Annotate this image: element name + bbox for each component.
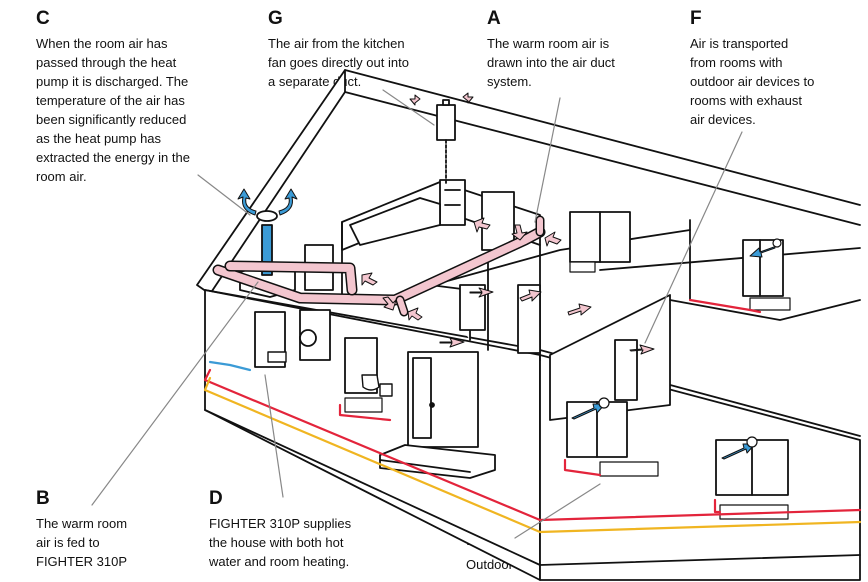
caption-f: F Air is transported from rooms with out… xyxy=(690,8,860,129)
kitchen-cabinets xyxy=(349,179,466,246)
cool-air-arrows xyxy=(237,188,776,460)
caption-b: B The warm room air is fed to FIGHTER 31… xyxy=(36,488,176,571)
windows xyxy=(254,211,789,496)
caption-d-letter: D xyxy=(209,488,223,509)
caption-c: C When the room air has passed through t… xyxy=(36,8,236,186)
warm-air-arrows xyxy=(361,92,655,355)
warm-air-duct xyxy=(212,215,546,317)
kitchen-exhaust-stack xyxy=(436,99,456,186)
heating-pipes xyxy=(203,298,862,534)
caption-d: D FIGHTER 310P supplies the house with b… xyxy=(209,488,409,571)
caption-a-letter: A xyxy=(487,8,501,29)
caption-f-letter: F xyxy=(690,8,702,29)
caption-a-text: The warm room air is drawn into the air … xyxy=(487,36,615,89)
caption-c-text: When the room air has passed through the… xyxy=(36,36,190,184)
caption-c-letter: C xyxy=(36,8,50,29)
radiators xyxy=(344,261,791,520)
bathroom-fixtures xyxy=(267,351,393,397)
doors xyxy=(299,191,638,448)
outdoor-air-devices xyxy=(598,238,782,448)
caption-f-text: Air is transported from rooms with outdo… xyxy=(690,36,815,127)
caption-a: A The warm room air is drawn into the ai… xyxy=(487,8,662,91)
caption-d-text: FIGHTER 310P supplies the house with bot… xyxy=(209,516,352,569)
caption-g-letter: G xyxy=(268,8,283,29)
caption-b-text: The warm room air is fed to FIGHTER 310P xyxy=(36,516,128,569)
front-steps xyxy=(379,444,496,479)
caption-b-letter: B xyxy=(36,488,50,509)
leader-lines xyxy=(91,89,743,539)
